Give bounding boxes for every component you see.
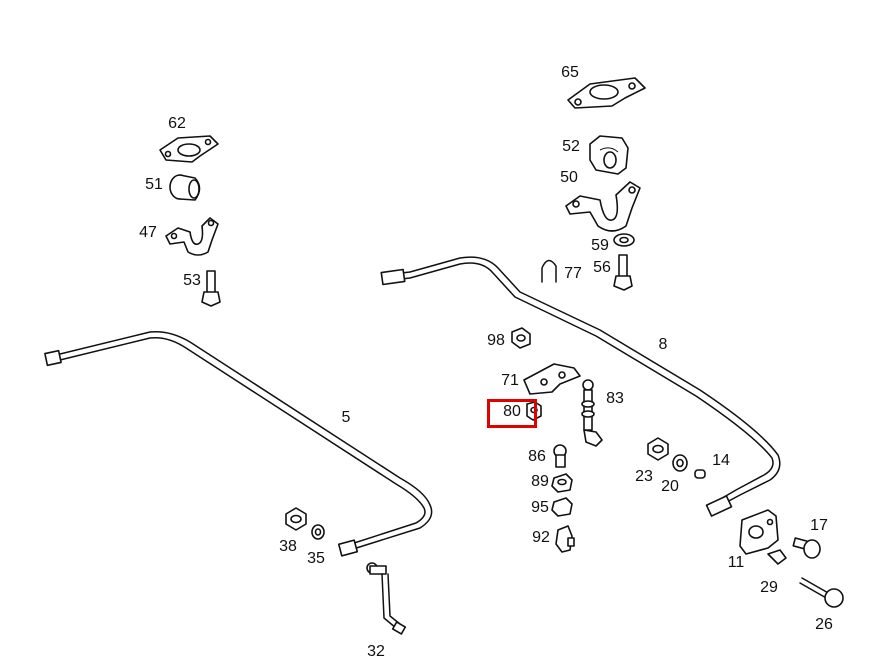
nut-95[interactable] — [551, 497, 573, 517]
part-label-86[interactable]: 86 — [528, 448, 546, 465]
bushing-14[interactable] — [694, 469, 706, 479]
rubber-bushing-52[interactable] — [589, 135, 629, 175]
washer-59[interactable] — [613, 233, 635, 247]
bolt-56[interactable] — [613, 254, 633, 291]
ball-joint-86[interactable] — [553, 444, 567, 468]
clamp-50[interactable] — [565, 181, 641, 232]
nut-23[interactable] — [647, 437, 669, 461]
u-clip-77[interactable] — [541, 259, 557, 283]
washer-20[interactable] — [672, 454, 688, 472]
highlight-box-80 — [487, 399, 537, 428]
clamp-47[interactable] — [165, 217, 219, 256]
stabilizer-bar-8[interactable] — [380, 256, 781, 517]
part-label-17[interactable]: 17 — [810, 517, 828, 534]
part-label-65[interactable]: 65 — [561, 64, 579, 81]
part-label-53[interactable]: 53 — [183, 272, 201, 289]
part-label-11[interactable]: 11 — [727, 554, 745, 571]
nut-38[interactable] — [285, 507, 307, 531]
part-label-5[interactable]: 5 — [341, 409, 351, 426]
washer-89[interactable] — [551, 473, 573, 493]
part-label-20[interactable]: 20 — [661, 478, 679, 495]
link-32[interactable] — [366, 562, 407, 635]
part-label-95[interactable]: 95 — [531, 499, 549, 516]
part-label-32[interactable]: 32 — [367, 643, 385, 660]
part-label-38[interactable]: 38 — [279, 538, 297, 555]
stabilizer-bar-5[interactable] — [44, 330, 433, 557]
part-label-71[interactable]: 71 — [501, 372, 519, 389]
bracket-plate-65[interactable] — [567, 77, 646, 109]
part-label-26[interactable]: 26 — [815, 616, 833, 633]
part-label-47[interactable]: 47 — [139, 224, 157, 241]
rubber-bushing-51[interactable] — [169, 174, 201, 201]
part-label-77[interactable]: 77 — [564, 265, 582, 282]
part-label-51[interactable]: 51 — [145, 176, 163, 193]
part-label-83[interactable]: 83 — [606, 390, 624, 407]
part-label-89[interactable]: 89 — [531, 473, 549, 490]
part-label-14[interactable]: 14 — [712, 452, 730, 469]
part-label-62[interactable]: 62 — [168, 115, 186, 132]
part-label-29[interactable]: 29 — [760, 579, 778, 596]
bolt-26[interactable] — [799, 577, 844, 608]
nut-98[interactable] — [511, 327, 531, 349]
part-label-80[interactable]: 80 — [503, 403, 521, 420]
part-label-59[interactable]: 59 — [591, 237, 609, 254]
part-label-56[interactable]: 56 — [593, 259, 611, 276]
washer-35[interactable] — [311, 524, 325, 540]
part-label-92[interactable]: 92 — [532, 529, 550, 546]
washer-29[interactable] — [767, 549, 787, 565]
bolt-53[interactable] — [201, 270, 221, 307]
bolt-17[interactable] — [792, 537, 821, 559]
part-label-98[interactable]: 98 — [487, 332, 505, 349]
part-label-52[interactable]: 52 — [562, 138, 580, 155]
bracket-plate-62[interactable] — [159, 135, 219, 163]
part-label-23[interactable]: 23 — [635, 468, 653, 485]
part-label-50[interactable]: 50 — [560, 169, 578, 186]
bracket-11[interactable] — [739, 509, 779, 555]
link-rod-83[interactable] — [581, 379, 603, 447]
part-label-8[interactable]: 8 — [658, 336, 668, 353]
bracket-71[interactable] — [523, 363, 581, 395]
part-label-35[interactable]: 35 — [307, 550, 325, 567]
cap-92[interactable] — [555, 525, 575, 553]
